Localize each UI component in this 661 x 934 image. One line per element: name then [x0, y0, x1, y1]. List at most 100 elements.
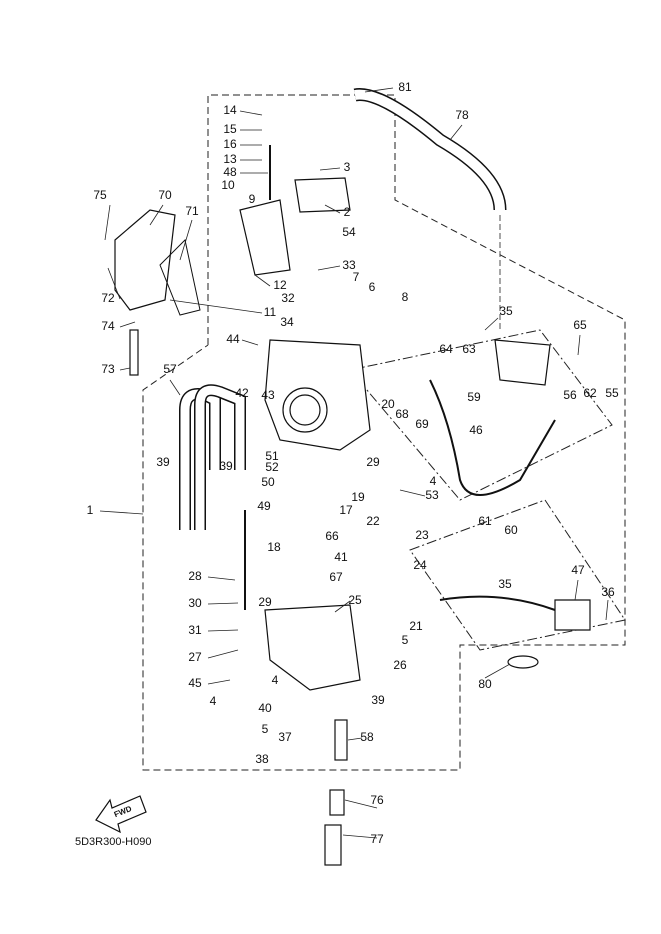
callout: 37 — [278, 730, 292, 744]
callout: 32 — [281, 291, 295, 305]
callout: 20 — [381, 397, 395, 411]
callout: 30 — [188, 596, 202, 610]
callout: 42 — [235, 386, 249, 400]
gasket-71 — [159, 238, 201, 316]
diagram-code: 5D3R300-H090 — [75, 836, 151, 848]
callout: 68 — [395, 407, 409, 421]
callout: 50 — [261, 475, 275, 489]
callout: 48 — [223, 165, 237, 179]
callout: 47 — [571, 563, 585, 577]
callout: 49 — [257, 499, 271, 513]
callout: 39 — [156, 455, 170, 469]
callout: 18 — [267, 540, 281, 554]
callout: 17 — [339, 503, 353, 517]
callout: 38 — [255, 752, 269, 766]
callout: 40 — [258, 701, 272, 715]
sub-assembly-outline — [349, 329, 613, 501]
callout: 34 — [280, 315, 294, 329]
callout: 7 — [353, 270, 360, 284]
callout: 62 — [583, 386, 597, 400]
callout: 61 — [478, 514, 492, 528]
callout: 76 — [370, 793, 384, 807]
callout: 56 — [563, 388, 577, 402]
callout: 21 — [409, 619, 423, 633]
callout: 23 — [415, 528, 429, 542]
callout: 39 — [371, 693, 385, 707]
callout: 15 — [223, 122, 237, 136]
callout: 4 — [272, 673, 279, 687]
clamp-80 — [507, 655, 539, 669]
callout: 81 — [398, 80, 412, 94]
callout: 33 — [342, 258, 356, 272]
sensor-59 — [494, 339, 551, 386]
callout: 78 — [455, 108, 469, 122]
callout: 35 — [498, 577, 512, 591]
callout: 9 — [249, 192, 256, 206]
callout: 45 — [188, 676, 202, 690]
pipe-58 — [334, 719, 348, 761]
callout: 39 — [219, 459, 233, 473]
callout: 52 — [265, 460, 279, 474]
callout: 65 — [573, 318, 587, 332]
callout: 31 — [188, 623, 202, 637]
callout: 8 — [402, 290, 409, 304]
callout: 5 — [262, 722, 269, 736]
callout: 25 — [348, 593, 362, 607]
callout: 63 — [462, 342, 476, 356]
callout: 28 — [188, 569, 202, 583]
callout: 29 — [366, 455, 380, 469]
callout: 6 — [369, 280, 376, 294]
callout: 16 — [223, 137, 237, 151]
cover-2 — [294, 177, 351, 213]
callout: 69 — [415, 417, 429, 431]
top-cover-9 — [239, 199, 291, 276]
callout: 51 — [265, 449, 279, 463]
callout: 44 — [226, 332, 240, 346]
callout: 4 — [430, 474, 437, 488]
assembly-boundary — [142, 94, 626, 771]
callout: 5 — [402, 633, 409, 647]
callout: 43 — [261, 388, 275, 402]
callout: 60 — [504, 523, 518, 537]
callout: 19 — [351, 490, 365, 504]
callout: 54 — [342, 225, 356, 239]
callout: 29 — [258, 595, 272, 609]
callout: 41 — [334, 550, 348, 564]
callout: 22 — [366, 514, 380, 528]
pipe-76 — [329, 789, 345, 816]
pipe-77 — [324, 824, 342, 866]
callout: 75 — [93, 188, 107, 202]
callout: 46 — [469, 423, 483, 437]
callout: 12 — [273, 278, 287, 292]
callout: 67 — [329, 570, 343, 584]
wire-harness-46 — [429, 379, 556, 496]
callout: 72 — [101, 291, 115, 305]
callout: 24 — [413, 558, 427, 572]
callout: 27 — [188, 650, 202, 664]
callout: 71 — [185, 204, 199, 218]
callout: 36 — [601, 585, 615, 599]
callout: 64 — [439, 342, 453, 356]
pipe-73 — [129, 329, 139, 376]
callout: 1 — [87, 503, 94, 517]
leader-lines — [99, 87, 609, 839]
float-chamber-25 — [264, 604, 361, 691]
callout: 4 — [210, 694, 217, 708]
callout: 59 — [467, 390, 481, 404]
cover-70 — [114, 209, 176, 311]
callout: 11 — [264, 305, 277, 319]
callout: 13 — [223, 152, 237, 166]
callout: 3 — [344, 160, 351, 174]
sensor-47 — [554, 599, 591, 631]
callout: 55 — [605, 386, 619, 400]
callout-numbers: 81 78 14 15 16 13 48 3 2 10 9 54 75 70 7… — [87, 80, 619, 846]
callout: 58 — [360, 730, 374, 744]
callout: 35 — [499, 304, 513, 318]
forward-arrow-icon: FWD — [95, 795, 147, 834]
hose-78 — [353, 88, 507, 211]
callout: 74 — [101, 319, 115, 333]
callout: 77 — [370, 832, 384, 846]
callout: 70 — [158, 188, 172, 202]
